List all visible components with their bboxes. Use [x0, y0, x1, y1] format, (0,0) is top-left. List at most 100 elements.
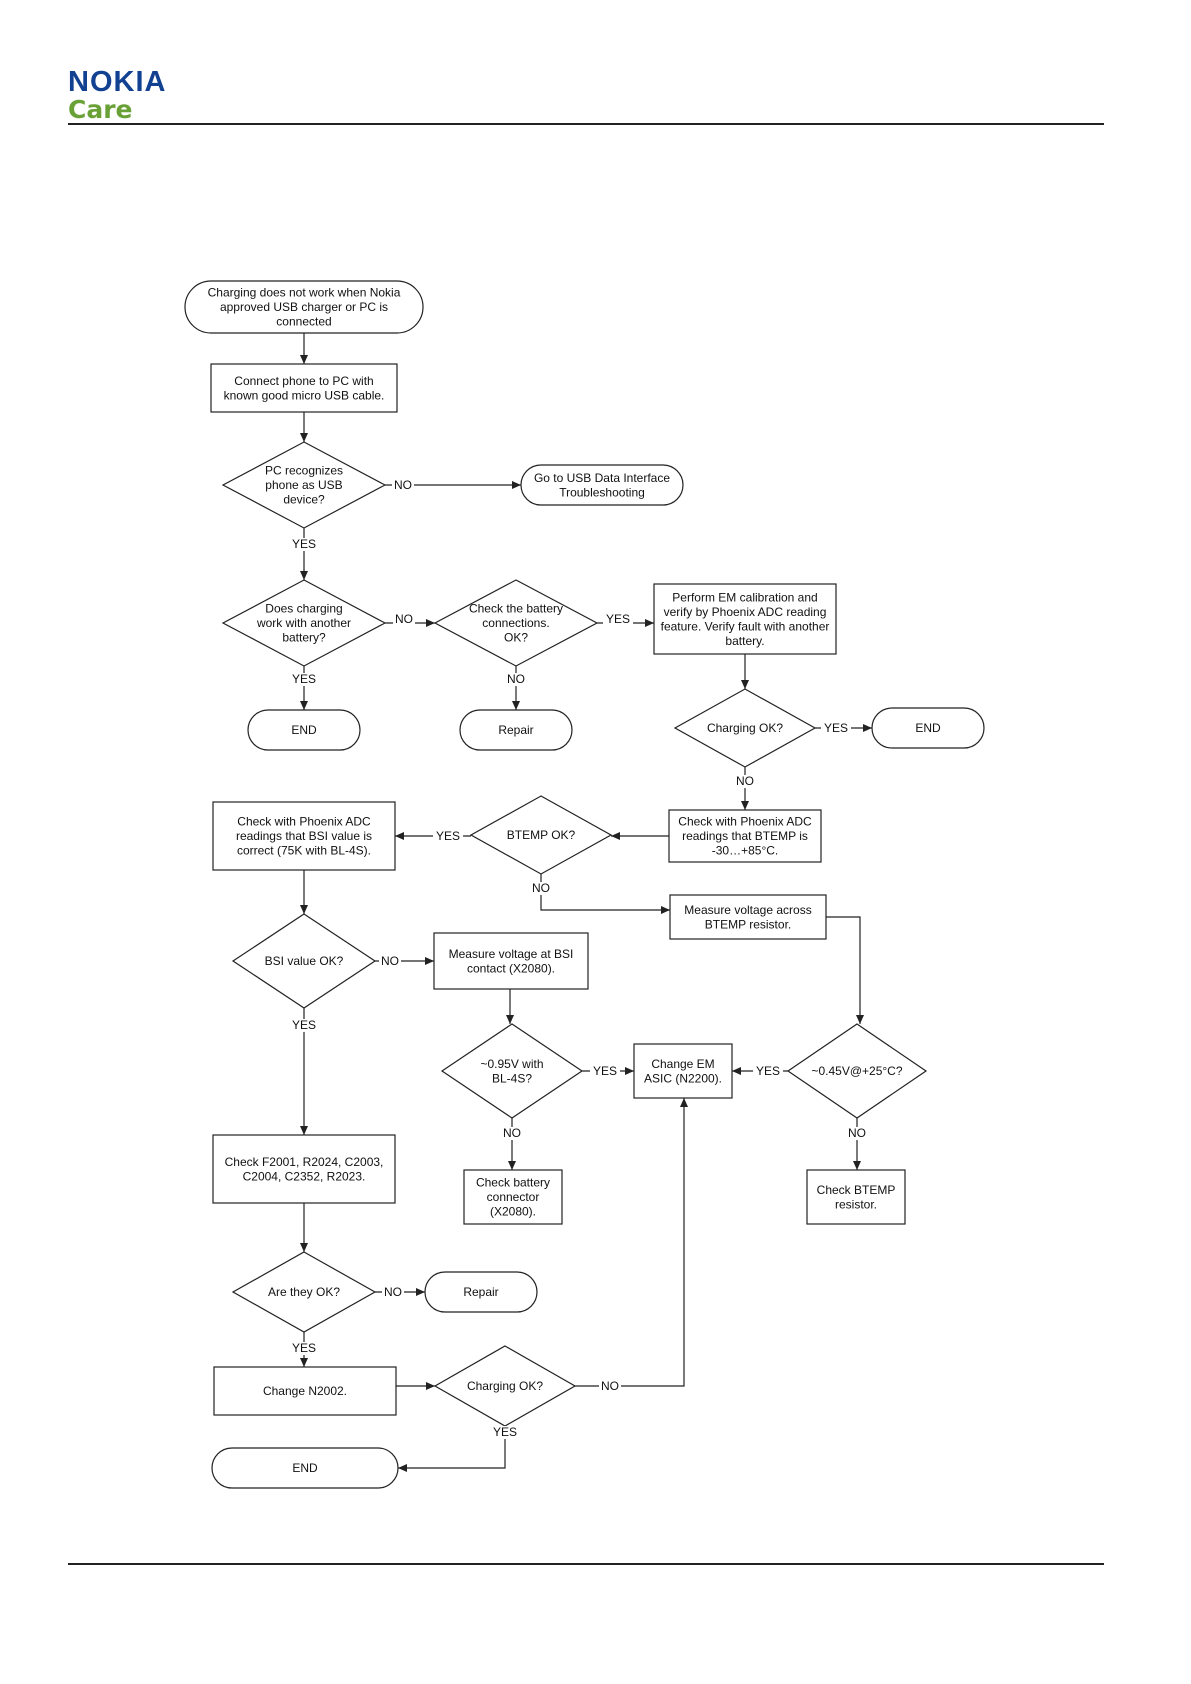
edge-label-bg	[603, 613, 633, 626]
decision-diamond	[231, 1251, 377, 1333]
node-text-line: -30…+85°C.	[712, 844, 779, 858]
node-text-line: Connect phone to PC with	[234, 374, 373, 388]
edge-label-ok-yes: YES	[292, 1341, 316, 1355]
node-text-line: Check with Phoenix ADC	[678, 815, 812, 829]
node-text-line: resistor.	[835, 1197, 877, 1211]
process-box	[210, 363, 398, 413]
node-end2: END	[871, 707, 985, 749]
node-text: Change N2002.	[263, 1384, 347, 1398]
edge-label-chg2-no: NO	[601, 1379, 619, 1393]
nokia-wordmark: NOKIA	[68, 66, 167, 98]
node-text-line: Repair	[463, 1285, 498, 1299]
node-text-line: BTEMP OK?	[507, 828, 576, 842]
node-text-line: correct (75K with BL-4S).	[237, 844, 371, 858]
edge-label-v045-yes: YES	[756, 1064, 780, 1078]
edge-label-bg	[599, 1380, 621, 1393]
edge-label-v095-no: NO	[503, 1126, 521, 1140]
process-box	[463, 1169, 563, 1225]
node-end3: END	[211, 1447, 399, 1489]
edge-label-bg	[289, 1342, 319, 1355]
edge-label-bg	[393, 613, 415, 626]
node-text-line: readings that BTEMP is	[682, 829, 808, 843]
process-box	[806, 1169, 906, 1225]
node-text-line: (X2080).	[490, 1205, 536, 1219]
node-text-line: BTEMP resistor.	[705, 917, 791, 931]
decision-diamond	[673, 688, 817, 768]
process-box	[669, 894, 827, 940]
node-text-line: Charging OK?	[467, 1379, 543, 1393]
edge-label-v045-no: NO	[848, 1126, 866, 1140]
node-text: Charging OK?	[707, 721, 783, 735]
node-bsi-ok: BSI value OK?	[231, 913, 377, 1009]
node-text: BTEMP OK?	[507, 828, 576, 842]
node-text-line: Does charging	[265, 602, 342, 616]
node-text-line: Measure voltage at BSI	[449, 947, 574, 961]
process-box	[668, 809, 822, 863]
node-text-line: OK?	[504, 631, 528, 645]
node-text-line: Change N2002.	[263, 1384, 347, 1398]
node-text-line: Check battery	[476, 1176, 550, 1190]
process-box	[653, 583, 837, 655]
edge-label-bg	[753, 1065, 783, 1078]
edge-label-pc-no: NO	[394, 478, 412, 492]
decision-diamond	[221, 579, 387, 667]
process-box	[212, 801, 396, 871]
node-v045: ~0.45V@+25°C?	[786, 1023, 928, 1119]
node-text-line: PC recognizes	[265, 464, 343, 478]
node-text-line: Charging does not work when Nokia	[208, 286, 401, 300]
node-text: END	[915, 721, 941, 735]
edge-label-ok-no: NO	[384, 1285, 402, 1299]
edge-label-bg	[382, 1286, 404, 1299]
edge-label-bg	[821, 722, 851, 735]
node-text-line: connections.	[482, 616, 549, 630]
edge-label-bg	[846, 1127, 868, 1140]
node-text: Charging OK?	[467, 1379, 543, 1393]
node-text-line: END	[292, 1461, 318, 1475]
edge-label-bg	[505, 673, 527, 686]
node-text: BSI value OK?	[265, 954, 344, 968]
terminator-shape	[211, 1447, 399, 1489]
footer-rule	[68, 1563, 1104, 1565]
node-text: END	[291, 723, 317, 737]
node-text-line: connected	[276, 315, 331, 329]
decision-diamond	[786, 1023, 928, 1119]
connector-line	[575, 1098, 688, 1387]
node-text-line: END	[915, 721, 941, 735]
edge-label-bg	[734, 775, 756, 788]
edge-label-chg1-no: NO	[736, 774, 754, 788]
edge-label-batt-yes: YES	[606, 612, 630, 626]
node-text-line: Change EM	[651, 1057, 714, 1071]
terminator-shape	[247, 709, 361, 751]
decision-diamond	[433, 579, 599, 667]
node-text-line: Check with Phoenix ADC	[237, 815, 371, 829]
node-text-line: Check F2001, R2024, C2003,	[225, 1155, 384, 1169]
node-text-line: Check BTEMP	[817, 1183, 896, 1197]
node-are-they-ok: Are they OK?	[231, 1251, 377, 1333]
node-text-line: feature. Verify fault with another	[661, 619, 830, 633]
node-text: ~0.45V@+25°C?	[811, 1064, 902, 1078]
node-text-line: ~0.95V with	[480, 1057, 543, 1071]
process-box	[633, 1043, 733, 1099]
edge-label-bg	[530, 882, 552, 895]
edge-label-bg	[501, 1127, 523, 1140]
node-text-line: verify by Phoenix ADC reading	[664, 605, 827, 619]
decision-diamond	[469, 795, 613, 875]
node-text-line: Measure voltage across	[684, 903, 811, 917]
process-box	[213, 1366, 397, 1416]
node-text-line: readings that BSI value is	[236, 829, 372, 843]
